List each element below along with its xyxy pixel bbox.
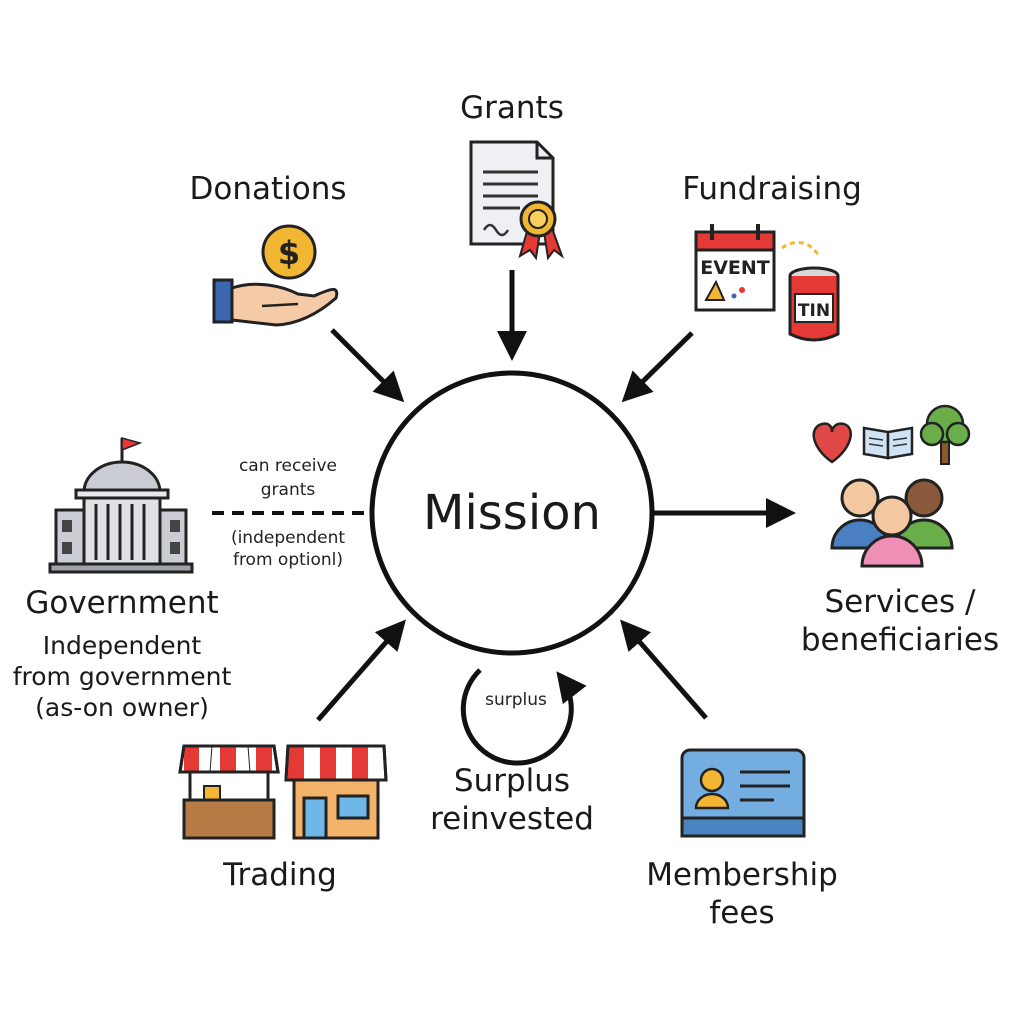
membership-label-1: Membership [646, 857, 838, 893]
surplus-label-1: Surplus [453, 763, 571, 799]
collection-tin-icon: TIN [781, 241, 840, 342]
services-label-2: beneficiaries [800, 622, 1000, 658]
arrow-donations [330, 328, 405, 403]
services-label-1: Services / [824, 584, 976, 620]
dollar-sign-label: $ [278, 234, 300, 272]
grants-label: Grants [460, 90, 564, 126]
tree-icon [919, 404, 971, 465]
certificate-icon [469, 140, 565, 261]
government-note-1: Independent [42, 631, 202, 660]
membership-label-2: fees [709, 895, 775, 931]
government-title: Government [25, 585, 219, 621]
donations-label: Donations [189, 171, 347, 207]
event-label: EVENT [700, 257, 770, 279]
arrow-fundraising [621, 331, 694, 403]
mission-circle [369, 370, 655, 656]
tin-label: TIN [798, 301, 830, 321]
mission-label: Mission [423, 485, 601, 541]
government-link-label-2: grants [260, 480, 316, 500]
people-group-icon [830, 478, 954, 568]
government-link-label-1: can receive [238, 456, 338, 476]
government-building-icon [48, 437, 194, 574]
trading-label: Trading [223, 857, 337, 893]
surplus-label-2: reinvested [430, 801, 594, 837]
government-link-label-4: from optionl) [232, 550, 344, 570]
arrow-membership [620, 619, 708, 720]
surplus-loop-arrow [460, 668, 587, 766]
membership-card-icon [680, 748, 806, 838]
market-stall-icon [178, 744, 280, 840]
fundraising-label: Fundraising [682, 171, 862, 207]
government-note-3: (as-on owner) [35, 693, 209, 722]
book-icon [862, 426, 914, 460]
arrow-trading [316, 619, 406, 722]
event-calendar-icon: EVENT [694, 224, 776, 312]
shop-icon [284, 744, 388, 840]
government-link-label-3: (independent [230, 528, 346, 548]
hand-coin-icon: $ [212, 224, 339, 327]
government-note-2: from government [12, 662, 232, 691]
surplus-loop-label: surplus [485, 690, 547, 710]
heart-icon [812, 422, 852, 464]
